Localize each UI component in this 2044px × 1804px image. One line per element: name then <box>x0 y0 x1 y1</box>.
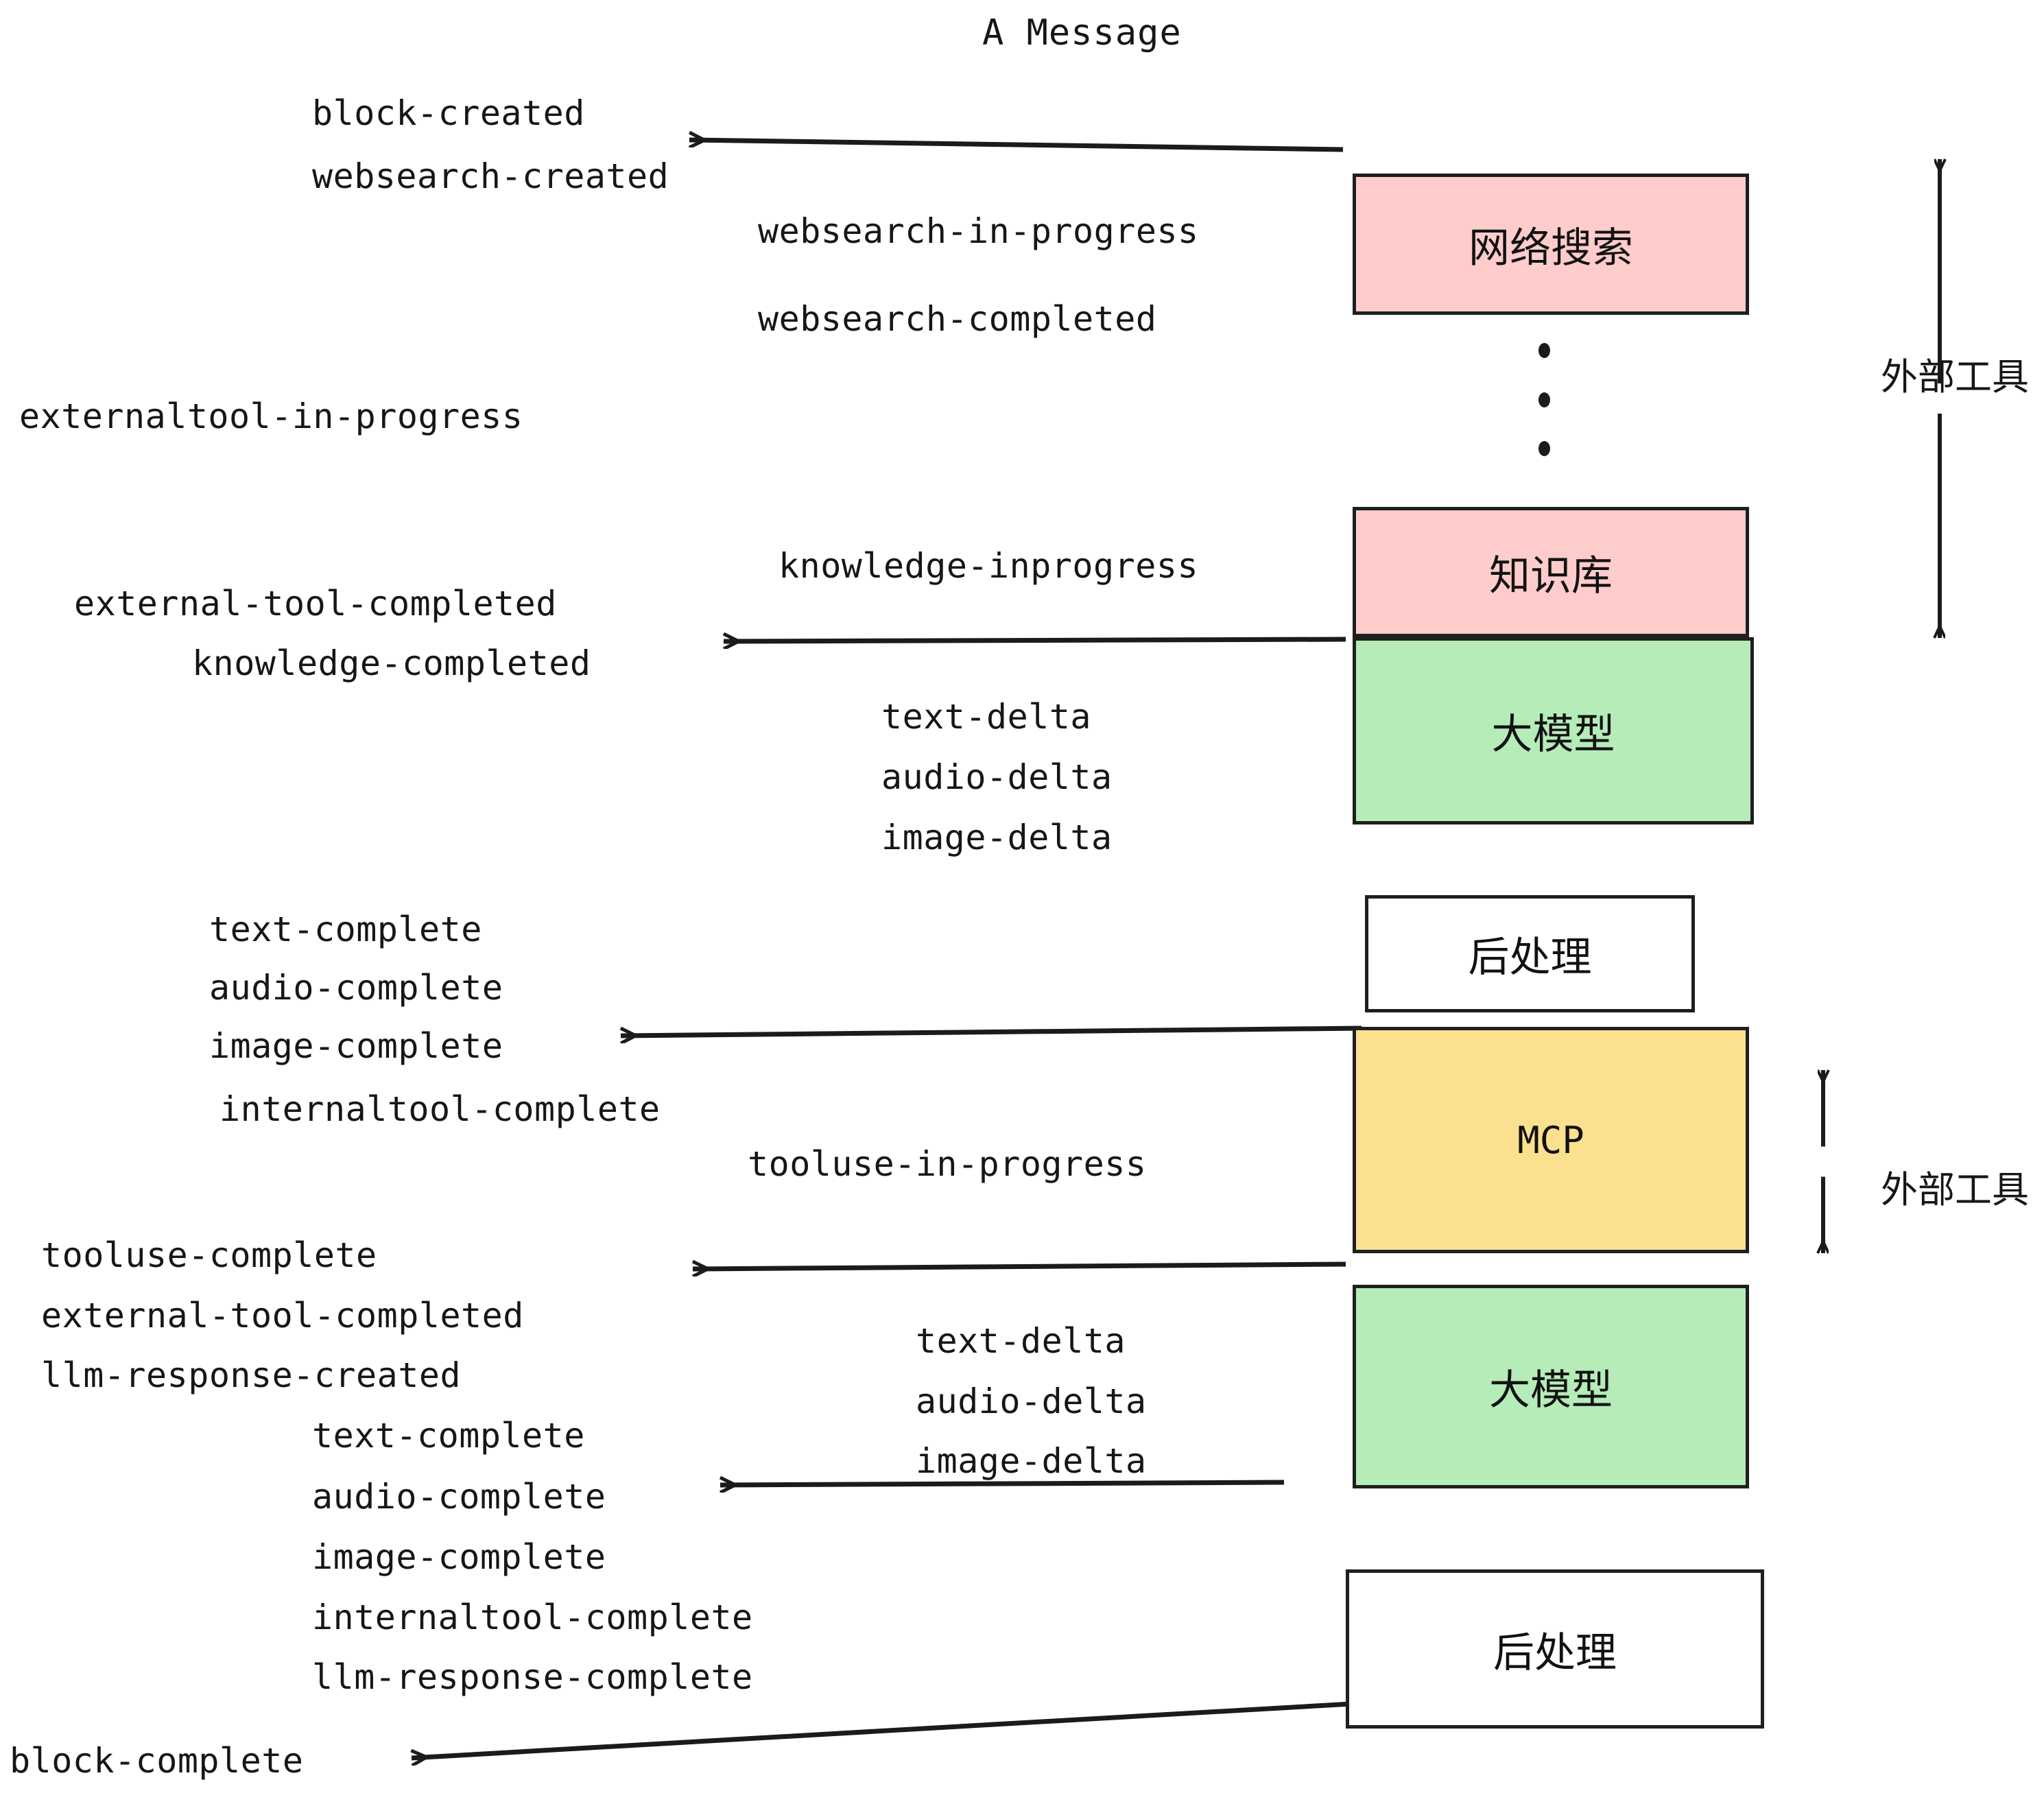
external-tools-label: 外部工具 <box>1881 1168 2029 1211</box>
component-box: 后处理 <box>1365 895 1695 1012</box>
event-label: internaltool-complete <box>219 1089 661 1129</box>
event-label: llm-response-created <box>41 1355 462 1395</box>
vertical-ellipsis-icon <box>1538 343 1550 456</box>
component-box-label: 后处理 <box>1468 934 1592 982</box>
component-box: MCP <box>1353 1027 1749 1253</box>
knowledge-completed-arrow <box>724 639 1346 641</box>
event-label: llm-response-complete <box>312 1657 753 1697</box>
component-box: 知识库 <box>1353 507 1749 637</box>
page-title: A Message <box>982 12 1182 54</box>
event-label: websearch-completed <box>758 299 1157 339</box>
event-label: audio-delta <box>916 1381 1147 1421</box>
event-label: image-delta <box>881 818 1113 857</box>
event-label: text-complete <box>312 1416 585 1456</box>
component-box: 后处理 <box>1346 1569 1764 1729</box>
component-box: 网络搜索 <box>1353 174 1749 315</box>
component-box-label: 大模型 <box>1491 711 1615 759</box>
audio-complete-arrow <box>720 1482 1285 1485</box>
event-label: audio-complete <box>312 1477 606 1517</box>
event-label: websearch-in-progress <box>758 211 1199 251</box>
component-box-label: 大模型 <box>1489 1366 1613 1414</box>
event-label: text-delta <box>916 1321 1126 1361</box>
event-label: text-complete <box>209 910 482 949</box>
external-tools-label: 外部工具 <box>1881 355 2029 399</box>
event-label: block-complete <box>10 1741 304 1781</box>
component-box: 大模型 <box>1353 1285 1749 1488</box>
event-label: text-delta <box>881 697 1092 737</box>
event-label: websearch-created <box>312 156 669 196</box>
event-label: audio-complete <box>209 968 503 1008</box>
ellipsis-dot-icon <box>1538 441 1550 456</box>
event-label: tooluse-in-progress <box>748 1144 1147 1184</box>
event-label: audio-delta <box>881 757 1113 797</box>
component-box-label: 网络搜索 <box>1469 224 1633 272</box>
component-box: 大模型 <box>1353 637 1754 824</box>
block-created-arrow <box>689 140 1344 152</box>
event-label: tooluse-complete <box>41 1235 377 1275</box>
ellipsis-dot-icon <box>1538 392 1550 407</box>
component-box-label: 后处理 <box>1493 1628 1617 1677</box>
component-box-label: MCP <box>1517 1118 1584 1162</box>
event-label: knowledge-inprogress <box>779 546 1199 586</box>
event-label: image-complete <box>312 1537 606 1577</box>
event-label: external-tool-completed <box>74 584 557 624</box>
event-label: image-complete <box>209 1026 503 1066</box>
event-label: external-tool-completed <box>41 1296 524 1336</box>
ellipsis-dot-icon <box>1538 343 1550 358</box>
event-label: externaltool-in-progress <box>19 396 523 436</box>
image-complete-arrow <box>621 1025 1362 1036</box>
block-complete-arrow <box>412 1700 1376 1758</box>
event-label: knowledge-completed <box>192 643 591 683</box>
tooluse-complete-arrow <box>693 1264 1346 1269</box>
event-label: internaltool-complete <box>312 1598 753 1637</box>
event-label: image-delta <box>916 1441 1147 1481</box>
event-label: block-created <box>312 93 585 133</box>
component-box-label: 知识库 <box>1489 551 1613 600</box>
